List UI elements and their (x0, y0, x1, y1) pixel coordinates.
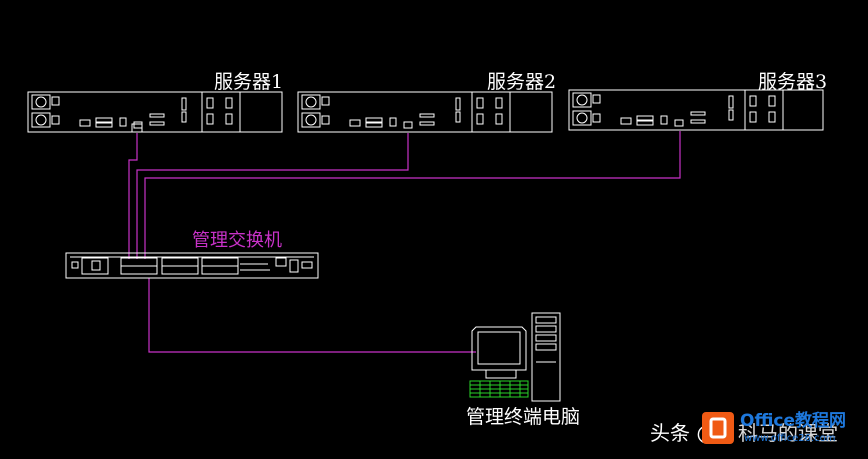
pc-tower-icon (531, 312, 561, 402)
management-terminal (471, 312, 561, 402)
link-server2-switch (136, 133, 409, 259)
office-logo-icon (702, 412, 734, 444)
keyboard-icon (469, 380, 529, 398)
watermark: 头条 @ 科马的课堂 Office教程网 www.office26.com (650, 410, 846, 445)
server-icon (297, 91, 553, 133)
watermark-site: www.office26.com (744, 433, 836, 444)
watermark-brand: Office教程网 (740, 410, 846, 431)
watermark-author: 科马的课堂 (738, 421, 838, 445)
server-1-label: 服务器1 (214, 71, 283, 93)
terminal-label: 管理终端电脑 (466, 406, 580, 428)
server-2 (297, 91, 553, 133)
link-server3-switch (144, 131, 681, 259)
switch-label: 管理交换机 (192, 230, 282, 251)
switch-icon (65, 252, 319, 279)
link-server1-switch (128, 133, 138, 259)
network-links (128, 131, 681, 353)
server-icon (568, 89, 824, 131)
monitor-icon (471, 326, 527, 379)
server-1 (27, 91, 283, 133)
server-icon (27, 91, 283, 133)
management-switch (65, 252, 319, 279)
server-3-label: 服务器3 (758, 71, 827, 93)
server-3 (568, 89, 824, 131)
server-2-label: 服务器2 (487, 71, 556, 93)
link-switch-terminal (148, 278, 476, 353)
server-1-mgmt-port (131, 123, 143, 133)
